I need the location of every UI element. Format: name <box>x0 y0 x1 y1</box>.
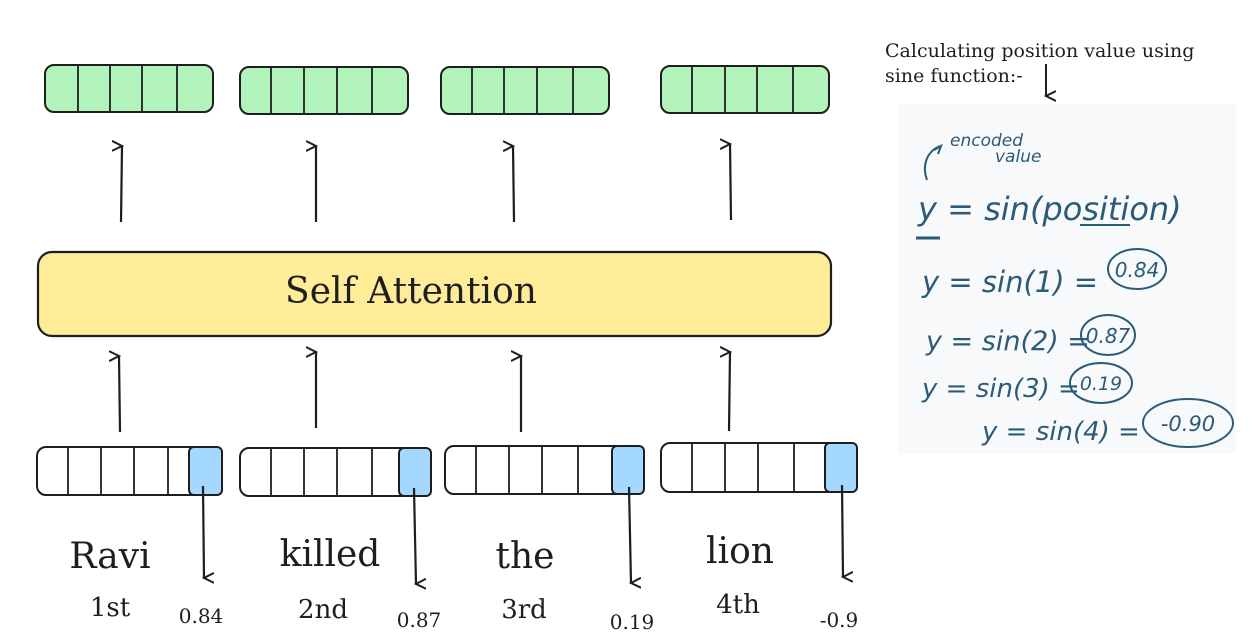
equation-result: 0.84 <box>1115 258 1160 282</box>
self-attention-label: Self Attention <box>285 271 537 312</box>
equation-lhs: y = sin(1) = <box>921 265 1098 299</box>
formula: y = sin(position) <box>917 190 1182 228</box>
result-circle <box>1107 248 1167 290</box>
token-position: 3rd <box>501 595 547 625</box>
input-vector <box>660 442 858 493</box>
position-cell <box>188 446 223 496</box>
result-circle <box>1069 362 1133 404</box>
input-vector <box>444 445 645 495</box>
position-arrow <box>840 484 843 577</box>
output-arrow <box>730 144 733 221</box>
sine-explanation: Calculating position value using sine fu… <box>885 40 1236 454</box>
position-arrow <box>412 487 416 584</box>
position-arrow <box>201 485 204 578</box>
token-word: Ravi <box>69 536 150 577</box>
position-cell <box>824 442 858 493</box>
output-arrow <box>121 146 122 223</box>
annotation-text: encoded <box>950 131 1023 151</box>
input-arrow <box>729 352 730 432</box>
position-value: 0.87 <box>397 608 442 632</box>
result-circle <box>1080 314 1136 356</box>
equation-lhs: y = sin(2) = <box>925 326 1090 357</box>
position-arrow <box>627 486 631 583</box>
note-heading: Calculating position value using <box>885 40 1194 62</box>
output-vector <box>660 65 830 114</box>
token-word: lion <box>706 531 774 572</box>
annotation-text: value <box>995 147 1041 167</box>
input-arrow <box>119 356 122 433</box>
token-position: 4th <box>716 590 760 620</box>
whiteboard-snippet <box>898 104 1236 454</box>
input-vectors <box>36 442 858 497</box>
self-attention-block: Self Attention <box>36 250 833 338</box>
position-value: 0.84 <box>179 604 224 628</box>
note-heading: sine function:- <box>885 65 1023 87</box>
output-vectors <box>44 64 830 115</box>
position-cell <box>611 445 645 495</box>
input-vector <box>239 447 432 497</box>
position-value: 0.19 <box>610 610 655 634</box>
token-words: Ravi killed the lion <box>69 531 774 577</box>
position-values: 0.84 0.87 0.19 -0.9 <box>179 604 859 634</box>
equation-result: 0.19 <box>1080 373 1122 395</box>
token-word: killed <box>280 534 381 575</box>
input-to-attention-arrows <box>119 352 730 433</box>
token-word: the <box>496 536 555 577</box>
output-vector <box>239 66 409 115</box>
equation-lhs: y = sin(3) = <box>921 374 1080 404</box>
equation-result: 0.87 <box>1086 324 1131 348</box>
input-vector <box>36 446 223 496</box>
position-value: -0.9 <box>820 608 859 632</box>
token-positions: 1st 2nd 3rd 4th <box>90 590 760 625</box>
token-position: 1st <box>90 593 131 623</box>
result-circle <box>1142 398 1234 448</box>
output-arrow <box>513 146 516 223</box>
attention-to-output-arrows <box>121 144 733 223</box>
output-vector <box>440 66 610 115</box>
equation-result: -0.90 <box>1161 412 1215 436</box>
position-value-arrows <box>201 484 843 584</box>
equation-lhs: y = sin(4) = <box>981 417 1140 447</box>
output-vector <box>44 64 214 113</box>
token-position: 2nd <box>298 595 348 625</box>
